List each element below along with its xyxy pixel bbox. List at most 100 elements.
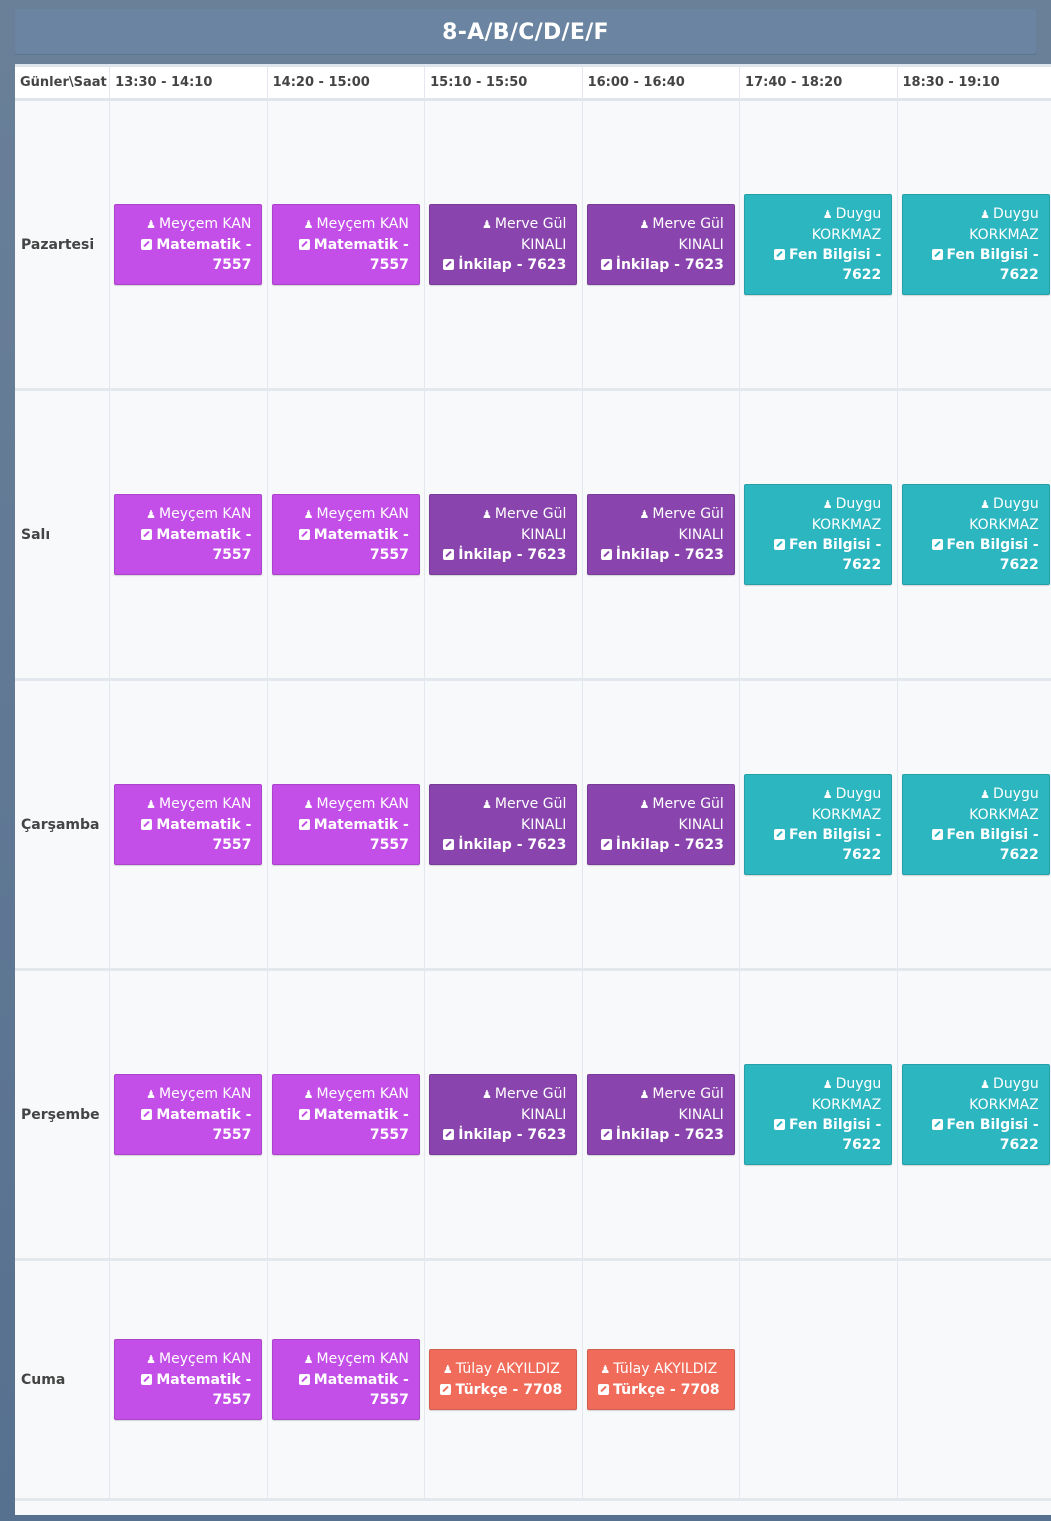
edit-icon	[931, 1119, 943, 1130]
edit-icon	[440, 1384, 452, 1395]
teacher-name: Merve Gül KINALI	[652, 506, 724, 543]
lesson-subject: Fen Bilgisi - 7622	[909, 245, 1039, 285]
lesson-subject: Fen Bilgisi - 7622	[751, 535, 881, 575]
lesson-teacher: ♟Meyçem KAN	[121, 794, 251, 815]
lesson-teacher: ♟Duygu KORKMAZ	[909, 204, 1039, 245]
edit-icon	[600, 549, 612, 560]
edit-icon	[298, 529, 310, 540]
lesson-teacher: ♟Duygu KORKMAZ	[909, 1074, 1039, 1115]
lesson-teacher: ♟Meyçem KAN	[121, 214, 251, 235]
subject-name: İnkilap - 7623	[458, 257, 567, 273]
teacher-name: Merve Gül KINALI	[652, 1086, 724, 1123]
user-icon: ♟	[639, 798, 650, 811]
teacher-name: Meyçem KAN	[316, 506, 409, 522]
edit-icon	[443, 839, 455, 850]
lesson-teacher: ♟Merve Gül KINALI	[594, 214, 724, 255]
subject-name: Matematik - 7557	[313, 817, 409, 853]
lesson-subject: İnkilap - 7623	[594, 545, 724, 565]
header-slot: 13:30 - 14:10	[109, 67, 268, 101]
lesson-teacher: ♟Merve Gül KINALI	[594, 794, 724, 835]
timetable-cell[interactable]	[739, 1259, 898, 1501]
lesson-subject: Matematik - 7557	[279, 1370, 409, 1410]
edit-icon	[931, 539, 943, 550]
subject-name: Fen Bilgisi - 7622	[946, 1117, 1039, 1153]
edit-icon	[774, 249, 786, 260]
lesson-subject: Matematik - 7557	[279, 815, 409, 855]
subject-name: Matematik - 7557	[313, 527, 409, 563]
teacher-name: Meyçem KAN	[159, 796, 252, 812]
lesson-teacher: ♟Merve Gül KINALI	[594, 1084, 724, 1125]
day-label: Çarşamba	[15, 679, 111, 971]
teacher-name: Tülay AKYILDIZ	[455, 1361, 560, 1377]
lesson-subject: Matematik - 7557	[121, 235, 251, 275]
lesson-teacher: ♟Meyçem KAN	[121, 504, 251, 525]
user-icon: ♟	[980, 208, 991, 221]
lesson-teacher: ♟Duygu KORKMAZ	[751, 494, 882, 535]
edit-icon	[600, 839, 612, 850]
lesson-subject: Türkçe - 7708	[436, 1380, 566, 1400]
lesson-subject: Matematik - 7557	[279, 1105, 409, 1145]
timetable-cell[interactable]	[897, 1259, 1051, 1501]
lesson-subject: Matematik - 7557	[121, 525, 251, 565]
teacher-name: Duygu KORKMAZ	[969, 1076, 1039, 1113]
header-slot: 15:10 - 15:50	[424, 67, 583, 101]
